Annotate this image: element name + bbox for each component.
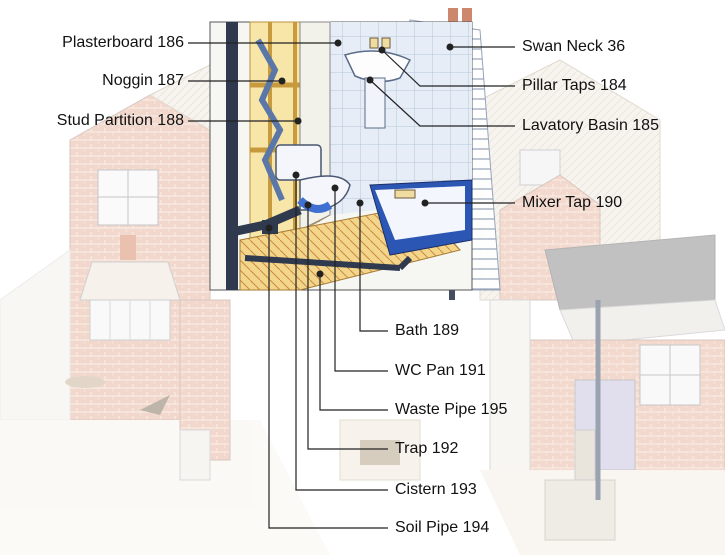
bathroom-cutaway (209, 21, 473, 291)
leader-waste-pipe (319, 274, 388, 411)
leader-wc-pan (334, 188, 388, 372)
leader-bath (359, 203, 388, 332)
label-noggin: Noggin 187 (102, 72, 184, 89)
leader-lavatory-basin (369, 79, 515, 127)
label-trap: Trap 192 (395, 440, 459, 457)
label-pillar-taps: Pillar Taps 184 (522, 77, 627, 94)
leader-soil-pipe (268, 228, 388, 529)
leader-trap (307, 205, 388, 450)
label-soil-pipe: Soil Pipe 194 (395, 519, 490, 536)
label-waste-pipe: Waste Pipe 195 (395, 401, 508, 418)
label-swan-neck: Swan Neck 36 (522, 38, 626, 55)
label-bath: Bath 189 (395, 322, 460, 339)
label-stud-partition: Stud Partition 188 (56, 112, 184, 129)
label-mixer-tap: Mixer Tap 190 (522, 194, 623, 211)
leader-lines (188, 42, 515, 529)
background-house-right (339, 59, 725, 555)
leader-pillar-taps (381, 49, 515, 87)
leader-dots (265, 39, 454, 278)
background-house-left (0, 54, 330, 555)
label-wc-pan: WC Pan 191 (395, 362, 486, 379)
leader-cistern (295, 175, 388, 491)
label-cistern: Cistern 193 (395, 481, 477, 498)
label-plasterboard: Plasterboard 186 (62, 34, 184, 51)
label-lavatory-basin: Lavatory Basin 185 (522, 117, 659, 134)
